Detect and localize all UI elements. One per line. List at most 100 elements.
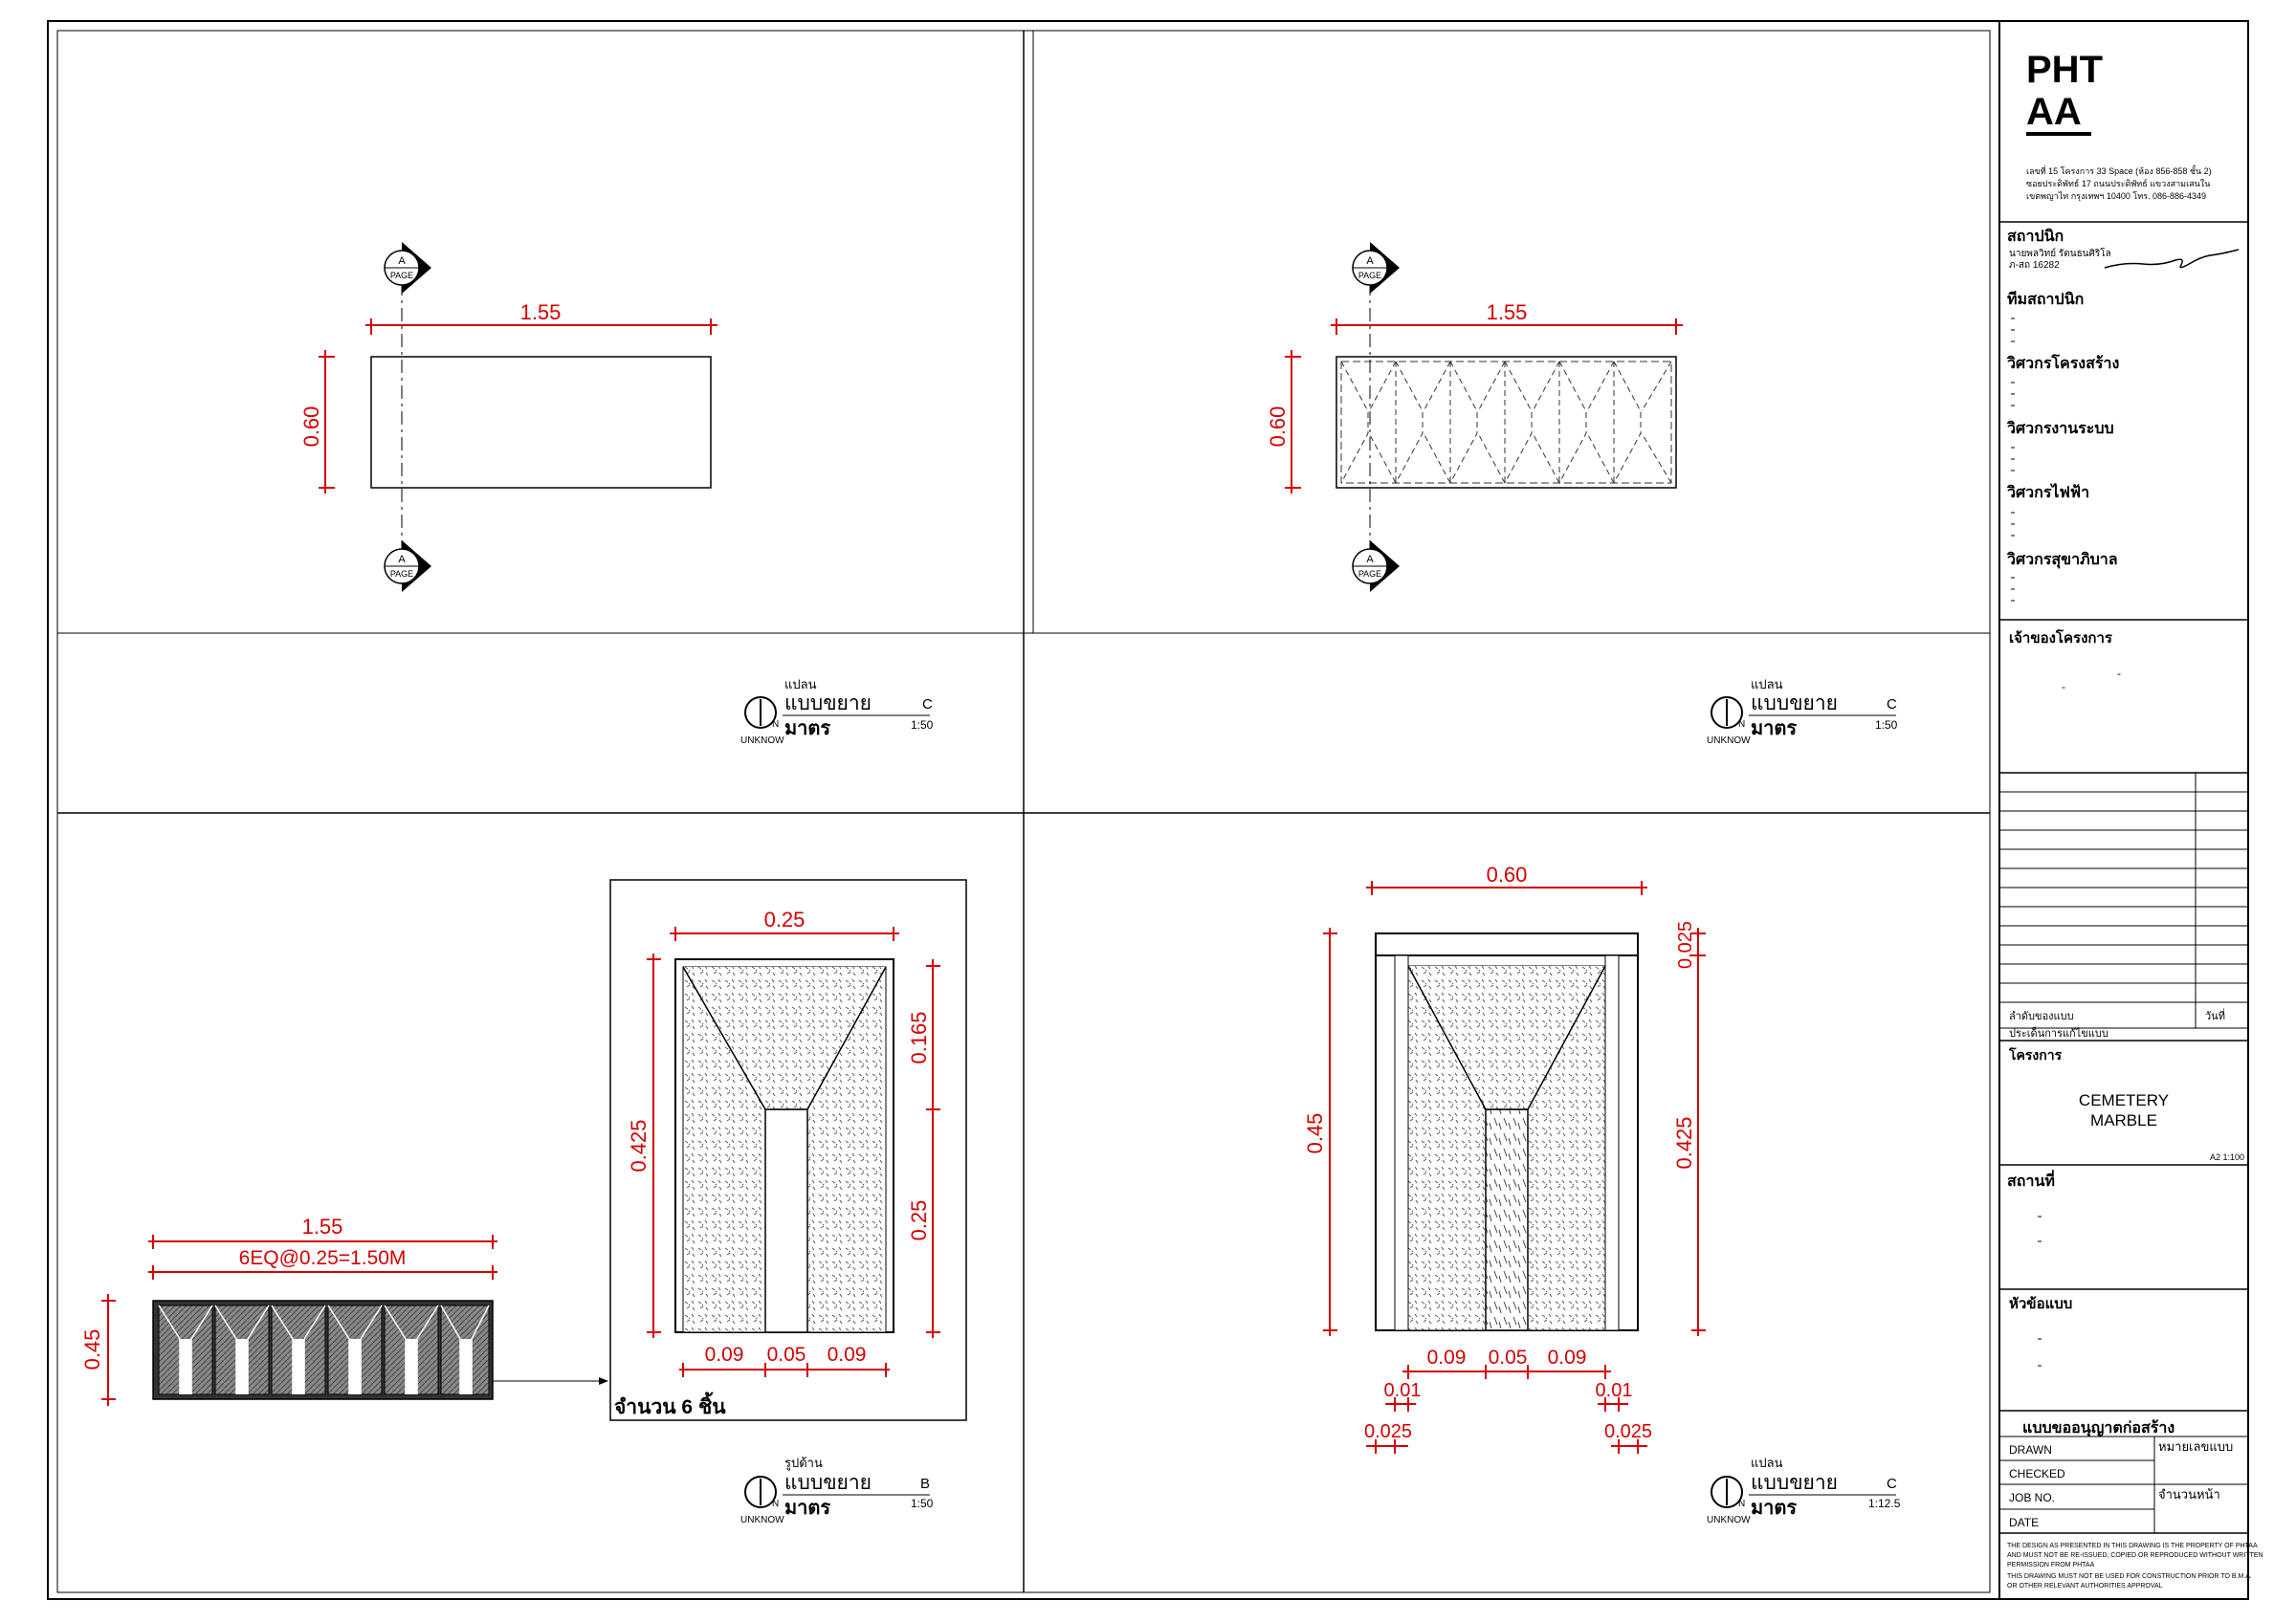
checked-label: CHECKED [2009,1467,2065,1480]
date-label: DATE [2009,1516,2039,1529]
detail-b1-label: 0.09 [705,1344,744,1366]
dimension-width: 1.55 [365,300,718,335]
project-name-line1: CEMETERY [2079,1091,2169,1109]
section-cap [1375,932,1639,956]
section-small-right-label: 0.01 [1596,1380,1633,1401]
title-block: PHT AA เลขที่ 15 โครงการ 33 Space (ห้อง … [1998,20,2263,1600]
disclaimer-line: THIS DRAWING MUST NOT BE USED FOR CONSTR… [2007,1573,2252,1580]
panel-section: 0.60 0.45 0.025 0.425 0.09 0.05 0.09 [1303,863,1901,1525]
north-letter: N [1738,719,1745,730]
section-b1-label: 0.09 [1427,1347,1467,1369]
logo-text-top: PHT [2026,49,2103,91]
section-b3-label: 0.09 [1548,1347,1587,1369]
project-heading: โครงการ [2008,1046,2063,1063]
dimension-height: 0.60 [1266,350,1301,493]
north-label: UNKNOW [740,1515,784,1525]
drawing-title-tag: N UNKNOW แปลน แบบขยาย C มาตร 1:12.5 [1707,1456,1901,1525]
sanitary-heading: วิศวกรสุขาภิบาล [2006,551,2118,569]
section-marker-top: A PAGE [384,242,431,294]
revision-table [1999,773,2248,1029]
dimension-spacing: 6EQ@0.25=1.50M [148,1247,497,1280]
section-edge-right-label: 0.025 [1604,1421,1652,1442]
panel-elevation: 1.55 6EQ@0.25=1.50M 0.45 0.25 [80,879,967,1525]
title-small: รูปด้าน [784,1456,823,1471]
detail-frame [609,879,967,1421]
section-marker-letter: A [398,554,406,565]
drawing-title-tag: N UNKNOW แปลน แบบขยาย C มาตร 1:50 [1707,677,1898,746]
north-letter: N [772,719,779,730]
dimension-height: 0.45 [80,1294,116,1406]
panel-plan-a-frame [56,30,1034,634]
section-right-wall [1604,954,1620,1331]
dimension-height: 0.60 [299,350,335,493]
title-scale: 1:50 [911,1497,934,1510]
title-sub: มาตร [1751,718,1797,739]
dimension-spacing-label: 6EQ@0.25=1.50M [239,1247,407,1269]
architect-heading: สถาปนิก [2007,228,2064,245]
section-cap-label: 0.025 [1675,921,1696,969]
elevation-row-units [158,1305,490,1395]
north-label: UNKNOW [1707,735,1751,746]
section-left-label: 0.45 [1303,1113,1327,1154]
team-heading: ทีมสถาปนิก [2007,290,2084,308]
sheet-heading: หัวข้อแบบ [2009,1296,2072,1312]
detail-b2-label: 0.05 [767,1344,806,1366]
disclaimer-line: AND MUST NOT BE RE-ISSUED, COPIED OR REP… [2007,1552,2263,1559]
section-marker-label: PAGE [1358,569,1381,579]
title-main: แบบขยาย [784,1472,872,1494]
plan-b-units [1340,361,1672,484]
drawing-title-tag: N UNKNOW แปลน แบบขยาย C มาตร 1:50 [740,677,934,746]
title-scale: 1:50 [911,718,934,732]
dimension-width-label: 1.55 [1487,300,1528,324]
section-top-label: 0.60 [1487,863,1528,887]
section-edge-left-label: 0.025 [1364,1421,1412,1442]
drawn-label: DRAWN [2009,1443,2052,1457]
section-marker-label: PAGE [390,271,413,280]
disclaimer-line: THE DESIGN AS PRESENTED IN THIS DRAWING … [2007,1543,2258,1549]
logo-text-bottom: AA [2026,91,2082,133]
plan-b-outline [1336,356,1677,489]
architect-signature [2104,249,2240,269]
title-sub: มาตร [1751,1498,1797,1519]
title-block-frame [1998,20,2249,1600]
section-right-label: 0.425 [1672,1116,1696,1169]
status-heading: แบบขออนุญาตก่อสร้าง [2022,1419,2175,1437]
title-id: C [1887,696,1897,713]
systems-heading: วิศวกรงานระบบ [2006,420,2114,437]
project-name-line2: MARBLE [2090,1111,2157,1130]
title-scale: 1:50 [1875,718,1898,732]
section-marker-bottom: A PAGE [384,540,431,592]
revision-label: ลำดับของแบบ [2009,1011,2074,1022]
location-heading: สถานที่ [2007,1170,2055,1190]
title-id: C [922,696,933,713]
detail-dimension-lower: 0.25 [907,1109,940,1338]
section-marker-letter: A [398,255,406,267]
panel-plan-a: A PAGE A PAGE 1.55 0.60 N UNKNO [299,242,934,746]
north-label: UNKNOW [1707,1515,1751,1525]
structural-heading: วิศวกรโครงสร้าง [2006,353,2119,372]
title-small: แปลน [1751,677,1783,691]
address-line: เลขที่ 15 โครงการ 33 Space (ห้อง 856-858… [2026,164,2212,176]
dimension-width-label: 1.55 [520,300,562,324]
disclaimer-line: PERMISSION FROM PHTAA [2007,1562,2095,1568]
title-small: แปลน [784,677,817,691]
section-left-wall [1394,954,1409,1331]
quantity-note: จำนวน 6 ชิ้น [614,1392,726,1418]
section-dimension-right: 0.025 0.425 [1672,921,1706,1336]
plan-a-outline [370,356,712,489]
revision-date-label: วันที่ [2205,1008,2225,1022]
detail-b3-label: 0.09 [828,1344,867,1366]
detail-dimension-upper: 0.165 [907,959,940,1110]
detail-dimension-height: 0.425 [627,954,661,1338]
section-dimension-small: 0.01 0.01 0.025 0.025 [1364,1380,1652,1454]
panel-plan-b-frame [1023,30,1991,634]
title-main: แบบขยาย [784,692,872,714]
detail-width-label: 0.25 [764,908,806,932]
section-small-left-label: 0.01 [1384,1380,1422,1401]
plan-b-inner [1340,361,1672,484]
section-b2-label: 0.05 [1489,1347,1528,1369]
north-label: UNKNOW [740,735,784,746]
section-core [1485,1108,1529,1331]
electrical-heading: วิศวกรไฟฟ้า [2006,483,2089,501]
address-line: เขตพญาไท กรุงเทพฯ 10400 โทร. 086-886-434… [2026,191,2206,202]
